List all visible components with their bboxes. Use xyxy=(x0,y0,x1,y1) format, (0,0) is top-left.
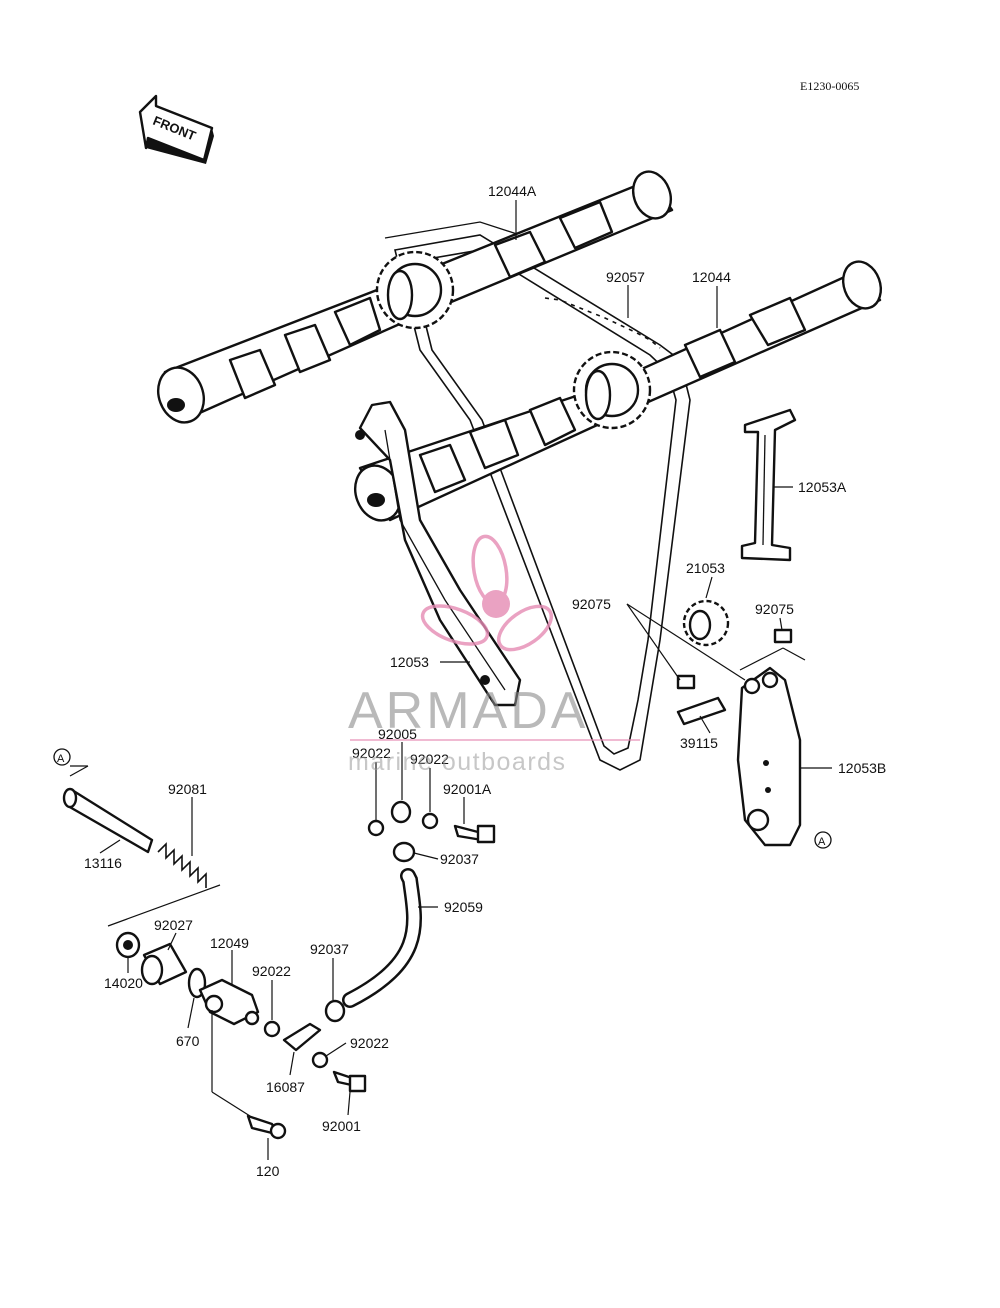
label-12053: 12053 xyxy=(390,654,429,670)
label-92022-c: 92022 xyxy=(252,963,291,979)
label-92075-left: 92075 xyxy=(572,596,611,612)
label-39115: 39115 xyxy=(680,735,718,751)
label-92075-right: 92075 xyxy=(755,601,794,617)
sleeve-92027 xyxy=(140,942,188,986)
washer-92022-c xyxy=(263,1020,281,1038)
label-92081: 92081 xyxy=(168,781,207,797)
label-21053: 21053 xyxy=(686,560,725,576)
label-92037-b: 92037 xyxy=(310,941,349,957)
watermark-tagline: marine outboards xyxy=(348,748,567,776)
label-92001: 92001 xyxy=(322,1118,361,1134)
label-12053A: 12053A xyxy=(798,479,847,495)
ref-mark-a-left-label: A xyxy=(57,753,65,765)
chain-guide-12053A xyxy=(740,408,797,562)
label-92027: 92027 xyxy=(154,917,193,933)
watermark-brand: ARMADA xyxy=(348,682,588,740)
ref-mark-a-left xyxy=(53,748,71,766)
label-92057: 92057 xyxy=(606,269,645,285)
label-13116: 13116 xyxy=(84,855,122,871)
washer-92022-a xyxy=(367,819,385,837)
tensioner-body-12049 xyxy=(198,978,260,1026)
washer-92022-b xyxy=(421,812,439,830)
idler-sprocket-21053 xyxy=(682,599,730,647)
block-92075-right xyxy=(773,628,793,644)
block-92075-left xyxy=(676,674,696,690)
armada-watermark: ARMADA marine outboards xyxy=(348,534,640,776)
label-92005: 92005 xyxy=(378,726,417,742)
rod-13116 xyxy=(62,787,154,854)
pin-39115 xyxy=(676,696,727,726)
fitting-92037-a xyxy=(392,841,416,863)
ref-mark-a-right xyxy=(814,831,832,849)
label-14020: 14020 xyxy=(104,975,143,991)
label-92059: 92059 xyxy=(444,899,483,915)
label-92022-b: 92022 xyxy=(410,751,449,767)
banjo-92005 xyxy=(390,800,412,824)
propeller-logo-icon xyxy=(420,534,553,652)
label-92037-a: 92037 xyxy=(440,851,479,867)
label-16087: 16087 xyxy=(266,1079,305,1095)
camshaft-12044 xyxy=(354,260,883,522)
label-92022-d: 92022 xyxy=(350,1035,389,1051)
ref-mark-a-right-label: A xyxy=(818,836,826,848)
bolt-92001A-head xyxy=(476,824,496,844)
cam-chain xyxy=(384,221,691,771)
label-670: 670 xyxy=(176,1033,200,1049)
label-120: 120 xyxy=(256,1163,280,1179)
camshaft-12044A xyxy=(157,170,674,424)
fitting-92037-b xyxy=(324,999,346,1023)
tensioner-arm-12053B xyxy=(736,666,802,847)
front-arrow-icon: FRONT xyxy=(138,94,214,164)
label-92001A: 92001A xyxy=(443,781,492,797)
bolt-120-head xyxy=(269,1122,287,1140)
bolt-92001-head xyxy=(348,1074,367,1093)
label-92022-a: 92022 xyxy=(352,745,391,761)
fitting-16087 xyxy=(282,1022,322,1052)
label-12053B: 12053B xyxy=(838,760,886,776)
label-12044: 12044 xyxy=(692,269,731,285)
diagram-code: E1230-0065 xyxy=(800,79,859,93)
label-12049: 12049 xyxy=(210,935,249,951)
spring-92081 xyxy=(157,842,207,888)
label-12044A: 12044A xyxy=(488,183,537,199)
washer-92022-d xyxy=(311,1051,329,1069)
leader-lines xyxy=(69,200,832,1160)
part-labels: 12044A 92057 12044 12053A 21053 92075 92… xyxy=(84,183,886,1179)
